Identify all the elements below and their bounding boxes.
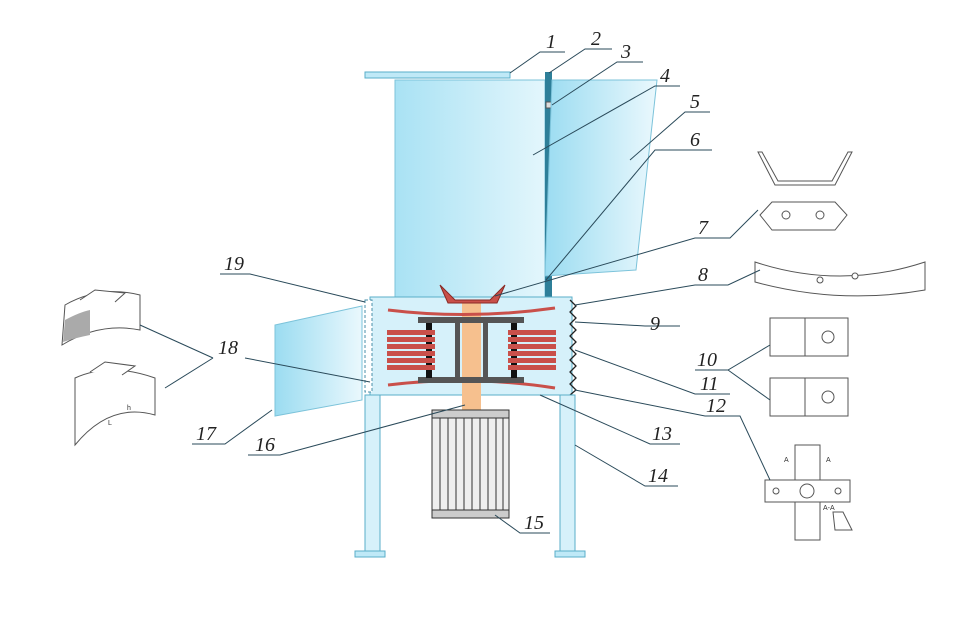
hopper	[394, 79, 546, 298]
label-13: 13	[652, 423, 672, 445]
detail-sieve: h L	[61, 289, 156, 447]
pin-left	[426, 323, 432, 378]
foot-right	[554, 550, 586, 558]
detail-knife-profile	[757, 151, 853, 231]
side-flap	[544, 79, 658, 277]
hammer-stack-right	[508, 330, 556, 370]
label-2: 2	[591, 28, 601, 50]
label-10: 10	[697, 349, 717, 371]
dim-h: h	[127, 405, 131, 412]
grate	[364, 299, 373, 393]
leg-left	[364, 394, 381, 552]
top-knife	[439, 284, 506, 304]
detail-hammer-plates	[769, 317, 849, 417]
discharge-flap	[274, 305, 363, 417]
label-1: 1	[546, 31, 556, 53]
rotor-top-plate	[418, 317, 524, 323]
label-5: 5	[690, 91, 700, 113]
section-mark-right: A	[826, 457, 831, 464]
rotor-web-right	[483, 323, 488, 378]
label-12: 12	[706, 395, 726, 417]
label-9: 9	[650, 313, 660, 335]
shaft	[462, 300, 481, 410]
foot-left	[354, 550, 386, 558]
lid	[364, 71, 511, 79]
rotor-web-left	[455, 323, 460, 378]
section-label: A-A	[823, 505, 835, 512]
label-17: 17	[196, 423, 217, 445]
label-11: 11	[700, 373, 719, 395]
dim-l: L	[108, 420, 112, 427]
label-3: 3	[620, 41, 631, 63]
hammer-stack-left	[387, 330, 435, 370]
upper-blade	[387, 306, 556, 317]
motor	[431, 409, 510, 519]
serrated-wall	[569, 299, 577, 396]
label-6: 6	[690, 129, 700, 151]
label-19: 19	[224, 253, 244, 275]
label-7: 7	[698, 217, 709, 239]
label-4: 4	[660, 65, 670, 87]
label-18: 18	[218, 337, 238, 359]
label-16: 16	[255, 434, 275, 456]
pin-right	[511, 323, 517, 378]
rotor-bottom-plate	[418, 377, 524, 383]
detail-curved-blade	[754, 261, 926, 297]
detail-cross-rotor: A A A-A	[764, 444, 853, 541]
leader-lines	[139, 48, 771, 534]
leg-right	[559, 394, 576, 552]
label-15: 15	[524, 512, 544, 534]
label-14: 14	[648, 465, 668, 487]
section-mark-left: A	[784, 457, 789, 464]
label-8: 8	[698, 264, 708, 286]
